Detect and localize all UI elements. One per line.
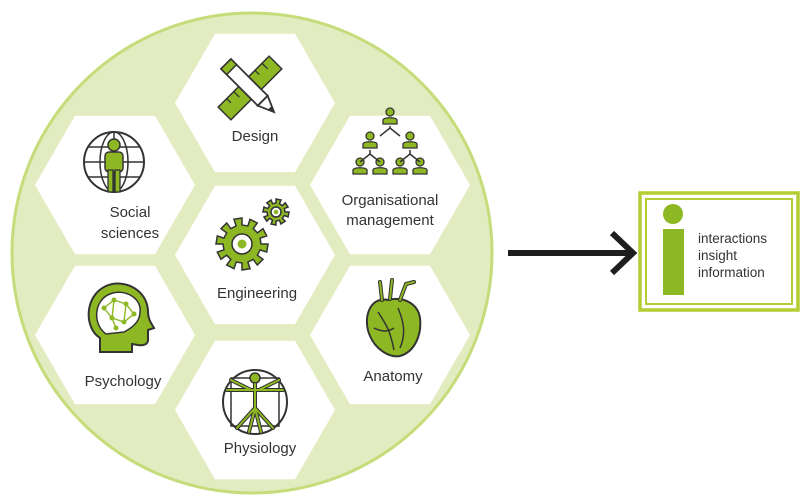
label-engineering: Engineering <box>217 285 297 302</box>
info-i-icon <box>663 204 684 295</box>
info-line-2: insight <box>698 248 737 263</box>
pencil-ruler-icon <box>217 55 283 121</box>
org-chart-icon <box>352 107 428 175</box>
info-line-3: information <box>698 265 765 280</box>
label-social-sciences-line-2: sciences <box>101 225 159 242</box>
brain-head-icon <box>87 282 156 353</box>
label-psychology: Psychology <box>85 373 162 390</box>
org-person-icon <box>402 131 418 149</box>
label-anatomy: Anatomy <box>363 368 423 385</box>
label-organisational-management-line-2: management <box>346 212 434 229</box>
vitruvian-man-icon <box>222 369 288 435</box>
hex-organisational-management <box>310 115 470 255</box>
label-organisational-management-line-1: Organisational <box>342 192 439 209</box>
globe-person-icon <box>83 131 145 193</box>
label-social-sciences-line-1: Social <box>110 204 151 221</box>
org-person-icon <box>362 131 378 149</box>
arrow-to-info <box>508 230 638 276</box>
label-physiology: Physiology <box>224 440 297 457</box>
gears-icon <box>215 198 290 271</box>
label-design: Design <box>232 128 279 145</box>
info-box: interactions insight information <box>638 191 800 312</box>
org-person-icon <box>382 107 398 125</box>
heart-icon <box>365 278 422 358</box>
info-line-1: interactions <box>698 231 767 246</box>
